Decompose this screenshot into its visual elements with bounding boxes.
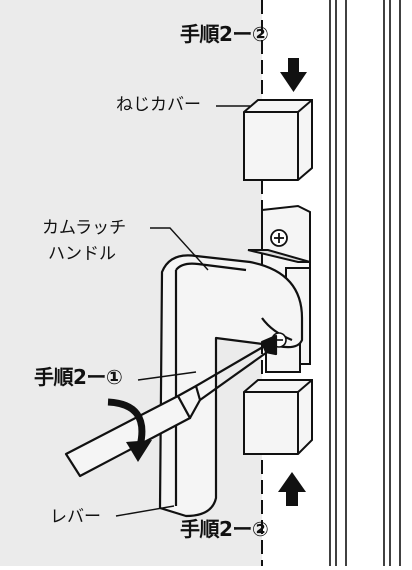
cam-latch-handle <box>158 254 304 518</box>
screw-cover-label: ねじカバー <box>116 95 201 115</box>
screw-cover-top <box>243 99 313 181</box>
screwdriver <box>64 334 278 478</box>
rotation-arrow-head <box>126 440 152 462</box>
cam-latch-handle-label-line1: カムラッチ <box>42 218 127 238</box>
lever-label: レバー <box>50 507 101 527</box>
step-2-2-bottom-label: 手順2ー② <box>180 517 269 541</box>
step-2-2-top-label: 手順2ー② <box>180 22 269 46</box>
step-2-1-label: 手順2ー① <box>34 365 123 389</box>
up-arrow-icon <box>278 472 306 506</box>
leader-lines <box>115 105 250 517</box>
rotation-arrow-icon <box>107 398 146 447</box>
door-frame <box>329 0 401 566</box>
screw-cover-bottom <box>243 379 313 455</box>
down-arrow-icon <box>280 58 307 92</box>
cam-latch-handle-label-line2: ハンドル <box>48 244 116 264</box>
screw-icon <box>270 229 288 247</box>
